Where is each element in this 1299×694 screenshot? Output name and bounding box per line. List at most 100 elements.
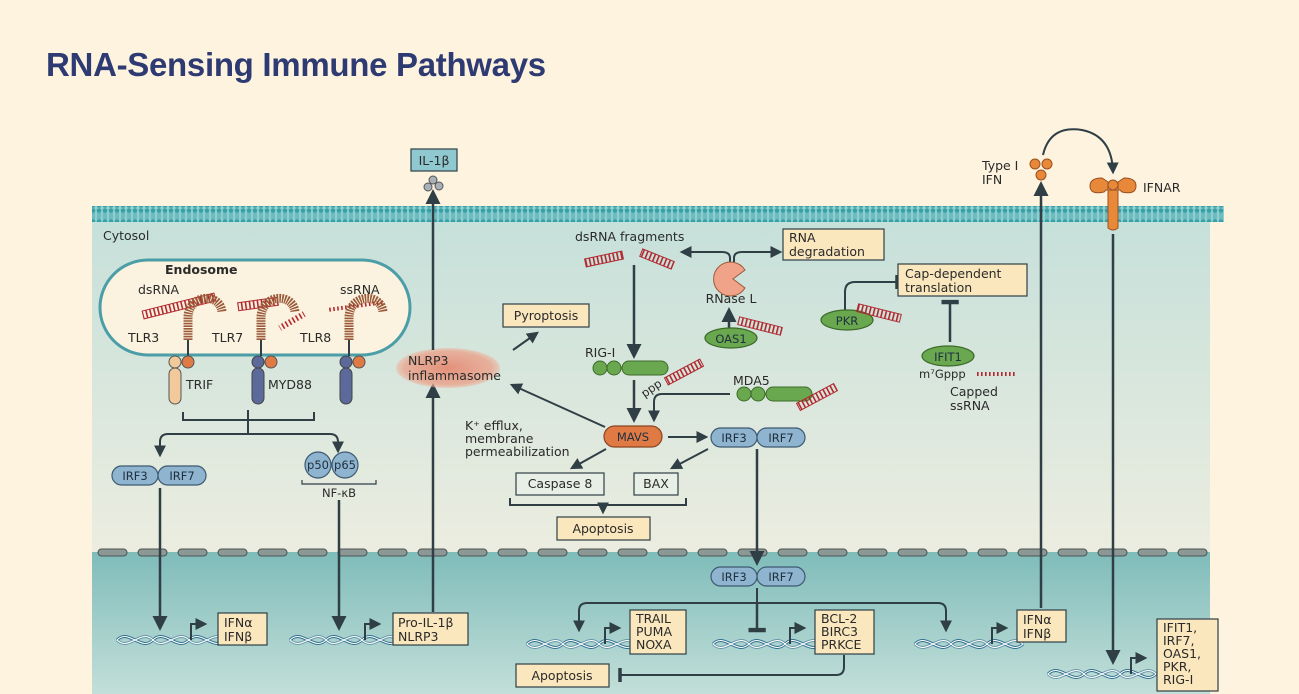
nuclear-pore-segment: [297, 548, 328, 557]
nuclear-pore-segment: [1017, 548, 1048, 557]
svg-text:IFIT1,: IFIT1,: [1163, 620, 1197, 635]
nuclear-pore-segment: [857, 548, 888, 557]
rig-i-label: RIG-I: [585, 345, 615, 360]
nuclear-pore-segment: [97, 548, 128, 557]
svg-text:MAVS: MAVS: [617, 430, 649, 444]
irf3-irf7-nuclear-complex: IRF3 IRF7: [710, 566, 806, 587]
nuclear-pore-segment: [497, 548, 528, 557]
svg-text:Apoptosis: Apoptosis: [572, 521, 633, 536]
slide-title: RNA-Sensing Immune Pathways: [46, 46, 546, 83]
nuclear-pore-segment: [137, 548, 168, 557]
svg-text:IFIT1: IFIT1: [934, 350, 962, 364]
rna-degradation-box: RNA degradation: [782, 228, 885, 261]
svg-text:RNA: RNA: [789, 230, 816, 245]
trif-label: TRIF: [185, 377, 213, 392]
svg-text:Pro-IL-1β: Pro-IL-1β: [398, 615, 453, 630]
tlr8-label: TLR8: [299, 330, 331, 345]
nuclear-pore-segment: [217, 548, 248, 557]
svg-text:IFNα: IFNα: [224, 615, 252, 630]
svg-text:IRF7: IRF7: [768, 570, 793, 584]
pyroptosis-box: Pyroptosis: [502, 303, 590, 328]
nuclear-pore-segment: [457, 548, 488, 557]
svg-text:BCL-2: BCL-2: [821, 611, 857, 626]
rnase-l-branch: [679, 246, 731, 262]
svg-text:OAS1,: OAS1,: [1163, 646, 1201, 661]
tlr7-label: TLR7: [211, 330, 243, 345]
nuclear-pore-segment: [897, 548, 928, 557]
arrow-nlrp3-to-pyroptosis: [512, 331, 539, 351]
svg-text:BAX: BAX: [643, 476, 669, 491]
svg-text:IRF7: IRF7: [768, 431, 793, 445]
dsrna-fragment-icon: [639, 248, 675, 270]
inhibit-apoptosis: [618, 655, 845, 682]
pro-il1b-gene-box: Pro-IL-1β NLRP3: [392, 612, 469, 646]
nuclear-pore-segment: [337, 548, 368, 557]
nuclear-pore-segment: [257, 548, 288, 557]
il1b-secreted-icon: [423, 175, 444, 192]
nuclear-pore-segment: [1057, 548, 1088, 557]
cap-dependent-translation-box: Cap-dependent translation: [897, 263, 1028, 297]
adaptor-bracket: [182, 410, 315, 434]
nuclear-pore-segment: [1137, 548, 1168, 557]
ifn-gene-box-2: IFNα IFNβ: [1016, 609, 1067, 643]
inflammasome-label: inflammasome: [408, 368, 501, 383]
svg-text:NOXA: NOXA: [636, 637, 672, 652]
nuclear-pore-segment: [737, 548, 768, 557]
nuclear-pore-segment: [617, 548, 648, 557]
rnase-l-branch: [733, 246, 783, 262]
svg-text:PUMA: PUMA: [636, 624, 672, 639]
dsrna-fragment-icon: [583, 250, 625, 268]
svg-text:IRF7,: IRF7,: [1163, 633, 1195, 648]
pkr-node: PKR: [820, 309, 874, 331]
svg-text:PRKCE: PRKCE: [821, 637, 861, 652]
dsrna-strand-icon: [795, 382, 839, 412]
svg-text:IL-1β: IL-1β: [419, 153, 450, 168]
caspase8-box: Caspase 8: [515, 472, 605, 496]
svg-text:IFNβ: IFNβ: [224, 629, 252, 644]
svg-text:p50: p50: [307, 458, 329, 472]
irf3-irf7-complex: IRF3 IRF7: [111, 465, 207, 486]
bax-box: BAX: [633, 472, 679, 496]
nuclear-pore-segment: [537, 548, 568, 557]
nuclear-pore-segment: [177, 548, 208, 557]
apoptosis-box: Apoptosis: [556, 516, 651, 541]
k-efflux-label: K⁺ efflux,: [465, 418, 523, 433]
nuclear-pore-segment: [657, 548, 688, 557]
svg-text:OAS1: OAS1: [715, 332, 746, 346]
nlrp3-label: NLRP3: [408, 353, 449, 368]
arrow-to-irf: [154, 433, 248, 458]
svg-text:Cap-dependent: Cap-dependent: [905, 266, 1002, 281]
isg-gene-box: IFIT1, IRF7, OAS1, PKR, RIG-I: [1156, 618, 1219, 692]
oas1-node: OAS1: [704, 327, 758, 349]
anti-apoptotic-gene-box: BCL-2 BIRC3 PRKCE: [814, 609, 875, 655]
dsrna-fragments-label: dsRNA fragments: [575, 229, 684, 244]
ifn-label: IFN: [982, 172, 1002, 187]
capped-ssrna-strand-icon: [977, 372, 1017, 376]
svg-text:IRF3: IRF3: [721, 431, 746, 445]
irf3-irf7-complex: IRF3 IRF7: [710, 427, 806, 448]
pro-apoptotic-gene-box: TRAIL PUMA NOXA: [629, 609, 687, 655]
type1-ifn-icon: [1029, 158, 1053, 181]
nuclear-pore-segment: [697, 548, 728, 557]
svg-text:PKR,: PKR,: [1163, 659, 1191, 674]
mda5-label: MDA5: [733, 373, 770, 388]
membrane-label: membrane: [465, 431, 534, 446]
type1-label: Type I: [981, 158, 1018, 173]
trif-adaptor-icon: [168, 367, 182, 405]
svg-text:IRF3: IRF3: [122, 469, 147, 483]
svg-text:IRF3: IRF3: [721, 570, 746, 584]
svg-text:RIG-I: RIG-I: [1163, 672, 1193, 687]
myd88-label: MYD88: [268, 377, 312, 392]
svg-text:translation: translation: [905, 280, 972, 295]
svg-text:PKR: PKR: [836, 314, 858, 328]
rna-strand-icon: [278, 311, 306, 331]
svg-text:IRF7: IRF7: [169, 469, 194, 483]
ifnar-label: IFNAR: [1143, 180, 1181, 195]
plasma-membrane: [92, 206, 1224, 222]
svg-text:NLRP3: NLRP3: [398, 629, 439, 644]
svg-text:Caspase 8: Caspase 8: [528, 476, 593, 491]
tlr3-label: TLR3: [127, 330, 159, 345]
ssrna-capped-label: ssRNA: [950, 398, 990, 413]
arrow-irf-to-bax: [669, 448, 709, 470]
capped-label: Capped: [950, 384, 998, 399]
